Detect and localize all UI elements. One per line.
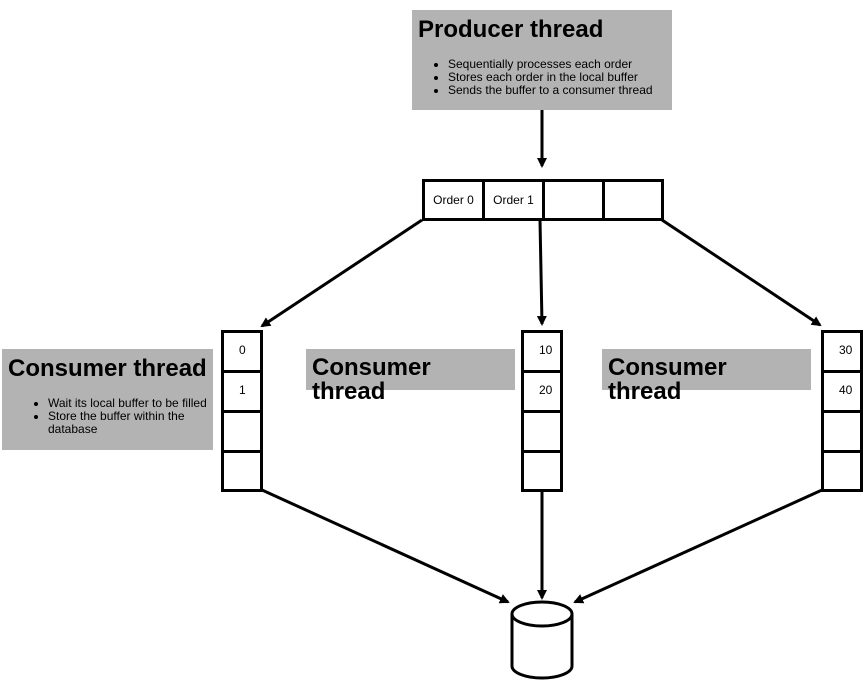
buffer-cell-3	[602, 179, 664, 221]
producer-title: Producer thread	[418, 16, 604, 43]
arrow-consumer-3-to-db	[573, 488, 823, 604]
producer-bullets: Sequentially processes each order Stores…	[418, 58, 672, 97]
consumer-title-1: Consumer thread	[8, 355, 207, 382]
consumer-bullet: Store the buffer within the database	[48, 410, 213, 436]
consumer-2-cell-1: 20	[521, 370, 563, 413]
consumer-1-cell-1: 1	[221, 370, 263, 413]
consumer-1-cell-3	[221, 450, 263, 492]
consumer-bullets-1: Wait its local buffer to be filled Store…	[8, 397, 213, 436]
buffer-cell-1: Order 1	[482, 179, 545, 221]
consumer-3-cell-3	[821, 450, 863, 492]
consumer-2-cell-0: 10	[521, 330, 563, 373]
database-icon	[510, 600, 574, 680]
producer-bullet: Sequentially processes each order	[448, 58, 672, 71]
consumer-2-cell-2	[521, 410, 563, 453]
buffer-cell-0: Order 0	[422, 179, 485, 221]
arrow-buffer-to-consumer-3	[661, 218, 822, 327]
consumer-bullet: Wait its local buffer to be filled	[48, 397, 213, 410]
arrow-buffer-to-consumer-1	[260, 218, 423, 328]
producer-panel: Producer thread Sequentially processes e…	[412, 10, 672, 110]
consumer-3-cell-2	[821, 410, 863, 453]
buffer-cell-2	[542, 179, 605, 221]
consumer-title-2: Consumer thread	[306, 349, 515, 404]
arrow-buffer-to-consumer-2	[536, 219, 547, 326]
consumer-1-cell-2	[221, 410, 263, 453]
consumer-title-3: Consumer thread	[602, 349, 811, 404]
producer-bullet: Stores each order in the local buffer	[448, 71, 672, 84]
consumer-panel-1: Consumer thread Wait its local buffer to…	[2, 349, 213, 450]
consumer-3-cell-1: 40	[821, 370, 863, 413]
consumer-3-cell-0: 30	[821, 330, 863, 373]
consumer-1-cell-0: 0	[221, 330, 263, 373]
producer-bullet: Sends the buffer to a consumer thread	[448, 84, 672, 97]
consumer-2-cell-3	[521, 450, 563, 492]
arrow-consumer-1-to-db	[261, 488, 510, 604]
